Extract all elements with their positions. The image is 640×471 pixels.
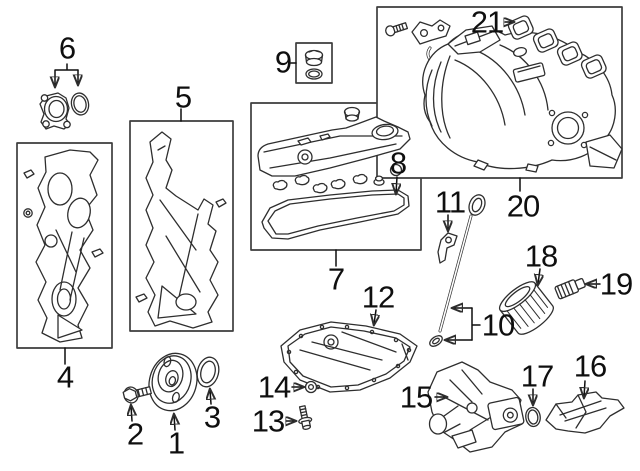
- callout-9[interactable]: 9: [274, 44, 292, 80]
- part-pulley-bolt[interactable]: [122, 382, 152, 404]
- callout-5[interactable]: 5: [174, 79, 192, 115]
- callout-17[interactable]: 17: [520, 358, 554, 394]
- callout-6[interactable]: 6: [58, 30, 76, 66]
- part-baffle-plate[interactable]: [545, 391, 625, 434]
- callout-20[interactable]: 20: [506, 188, 540, 224]
- callout-11[interactable]: 11: [434, 184, 466, 220]
- callout-21[interactable]: 21: [470, 4, 504, 40]
- callout-leaders: [55, 22, 601, 431]
- callout-15[interactable]: 15: [399, 379, 433, 415]
- callout-2[interactable]: 2: [126, 416, 144, 452]
- callout-4[interactable]: 4: [56, 359, 74, 395]
- part-crankshaft-pulley[interactable]: [142, 348, 203, 417]
- part-dipstick[interactable]: [428, 192, 488, 348]
- part-cam-seal-set[interactable]: [39, 91, 91, 130]
- callout-19[interactable]: 19: [599, 266, 633, 302]
- callout-18[interactable]: 18: [524, 238, 558, 274]
- callout-1[interactable]: 1: [167, 425, 185, 461]
- callout-16[interactable]: 16: [573, 348, 607, 384]
- callout-12[interactable]: 12: [361, 279, 395, 315]
- part-valve-cover[interactable]: [257, 106, 411, 177]
- part-oil-filter[interactable]: [496, 277, 558, 339]
- part-manifold-gasket[interactable]: [507, 14, 608, 79]
- callout-14[interactable]: 14: [257, 369, 291, 405]
- part-filler-cap-set[interactable]: [304, 49, 324, 80]
- part-chain-cover[interactable]: [135, 131, 227, 329]
- part-oil-pan[interactable]: [280, 321, 418, 393]
- callout-13[interactable]: 13: [251, 403, 285, 439]
- part-timing-cover[interactable]: [23, 149, 104, 343]
- callout-3[interactable]: 3: [203, 399, 221, 435]
- part-valve-cover-seals[interactable]: [272, 163, 403, 194]
- part-valve-cover-gasket[interactable]: [261, 189, 410, 240]
- part-pump-oring[interactable]: [525, 406, 542, 428]
- part-oil-pump[interactable]: [427, 361, 525, 453]
- callout-7[interactable]: 7: [327, 261, 345, 297]
- part-drain-plug-gasket[interactable]: [304, 380, 318, 394]
- part-drain-plug[interactable]: [296, 405, 314, 430]
- part-filter-union[interactable]: [554, 276, 587, 300]
- part-front-seal[interactable]: [194, 355, 222, 389]
- callout-10[interactable]: 10: [481, 307, 515, 343]
- callout-8[interactable]: 8: [389, 145, 407, 181]
